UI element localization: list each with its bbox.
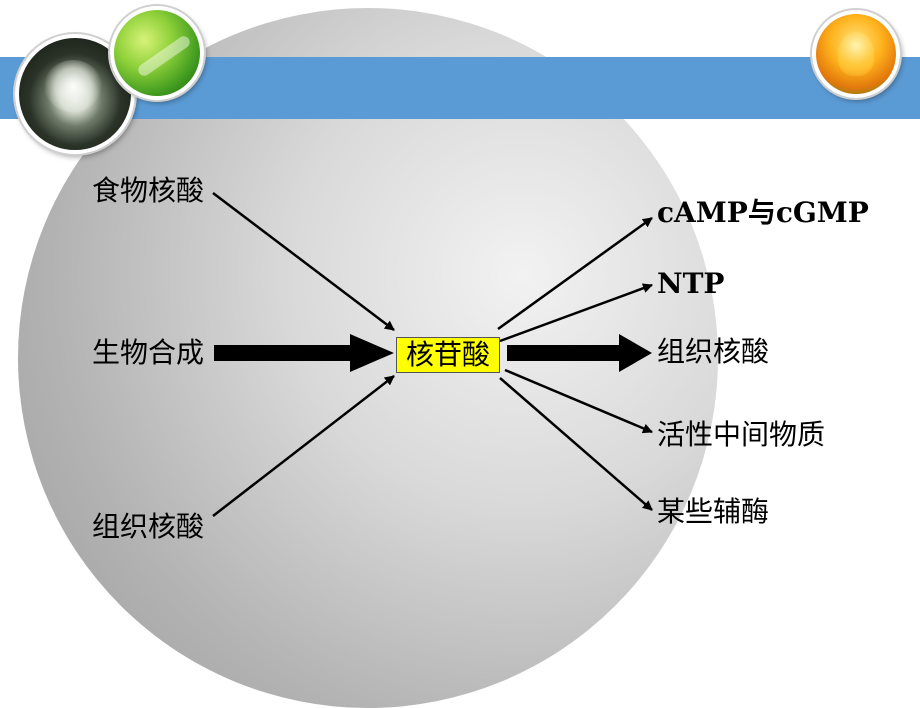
source-label-biosynthesis: 生物合成	[92, 336, 205, 369]
arrow-food-nucleic-acid	[212, 192, 395, 331]
arrow-to-camp-cgmp	[497, 216, 653, 331]
target-label-camp-cgmp: cAMP与cGMP	[657, 196, 869, 229]
arrow-tissue-nucleic-acid-in	[212, 375, 395, 517]
tulip-petal	[838, 32, 874, 76]
dandelion-head	[44, 60, 102, 112]
source-label-food-nucleic-acid: 食物核酸	[92, 174, 205, 207]
arrow-to-active-intermediates	[504, 368, 653, 434]
target-label-active-intermediates: 活性中间物质	[657, 418, 826, 451]
target-label-coenzymes: 某些辅酶	[657, 495, 770, 528]
arrow-to-tissue-nucleic-acid	[507, 334, 652, 372]
target-label-ntp: NTP	[657, 267, 725, 300]
arrow-to-ntp	[499, 283, 653, 343]
arrow-biosynthesis	[214, 334, 394, 372]
arrow-layer	[212, 192, 653, 517]
target-label-tissue-nucleic-acid: 组织核酸	[657, 335, 770, 368]
arrow-to-coenzymes	[499, 377, 653, 511]
tulip-photo	[812, 10, 900, 98]
leaf-photo	[110, 6, 204, 100]
source-label-tissue-nucleic-acid: 组织核酸	[92, 510, 205, 543]
dandelion-photo	[15, 34, 135, 154]
center-node-nucleotide: 核苷酸	[396, 337, 500, 373]
